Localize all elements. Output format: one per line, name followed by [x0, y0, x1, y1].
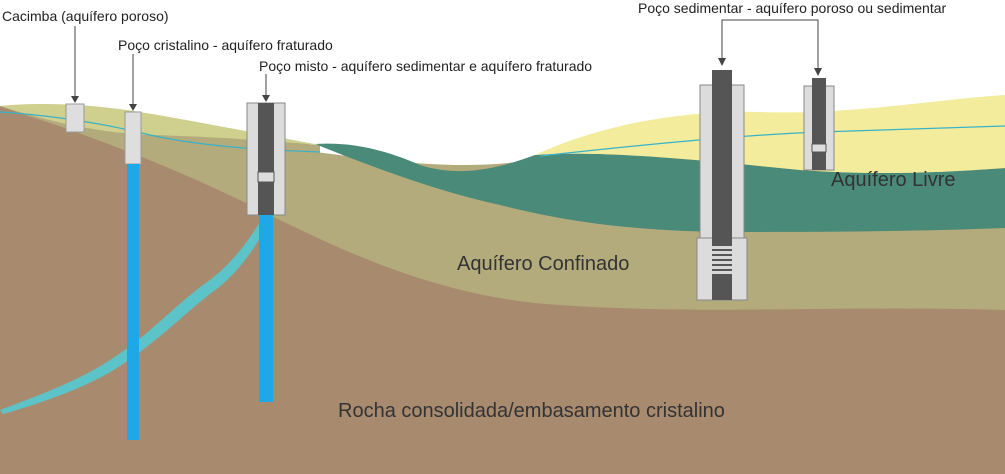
poco-misto-water-column — [259, 215, 273, 402]
screen-slot — [712, 256, 732, 259]
poco-sedimentar-large-screen — [712, 246, 732, 274]
label-poco-sedimentar: Poço sedimentar - aquífero poroso ou sed… — [638, 0, 947, 16]
screen-slot — [712, 261, 732, 264]
screen-slot — [712, 271, 732, 274]
free-aquifer-layer — [535, 95, 1005, 174]
leader-poco-sedimentar-arrow-left — [718, 58, 726, 66]
label-aquifero-confinado: Aquífero Confinado — [457, 253, 629, 275]
leader-poco-misto-arrow — [262, 95, 270, 102]
leader-cacimba-arrow — [71, 96, 79, 103]
leader-poco-cristalino-arrow — [129, 104, 137, 111]
poco-misto-inner-pipe — [258, 103, 274, 215]
label-poco-misto: Poço misto - aquífero sedimentar e aquíf… — [259, 58, 592, 74]
confining-layer — [315, 143, 1005, 232]
label-cacimba: Cacimba (aquífero poroso) — [2, 8, 169, 24]
label-rocha: Rocha consolidada/embasamento cristalino — [338, 400, 725, 422]
label-aquifero-livre: Aquífero Livre — [831, 169, 956, 191]
screen-slot — [712, 251, 732, 254]
cacimba-well — [65, 103, 85, 133]
poco-cristalino-casing — [124, 111, 142, 165]
screen-slot — [712, 266, 732, 269]
leader-poco-sedimentar — [721, 19, 819, 70]
poco-misto-screen — [257, 171, 275, 183]
poco-sedimentar-large-inner-pipe — [712, 70, 732, 300]
poco-sedimentar-small-screen — [811, 143, 827, 153]
poco-sedimentar-small-inner-pipe — [812, 78, 826, 170]
screen-slot — [712, 246, 732, 249]
poco-cristalino-water-column — [127, 164, 139, 440]
leader-poco-sedimentar-arrow-right — [814, 68, 822, 76]
label-poco-cristalino: Poço cristalino - aquífero fraturado — [118, 37, 333, 53]
